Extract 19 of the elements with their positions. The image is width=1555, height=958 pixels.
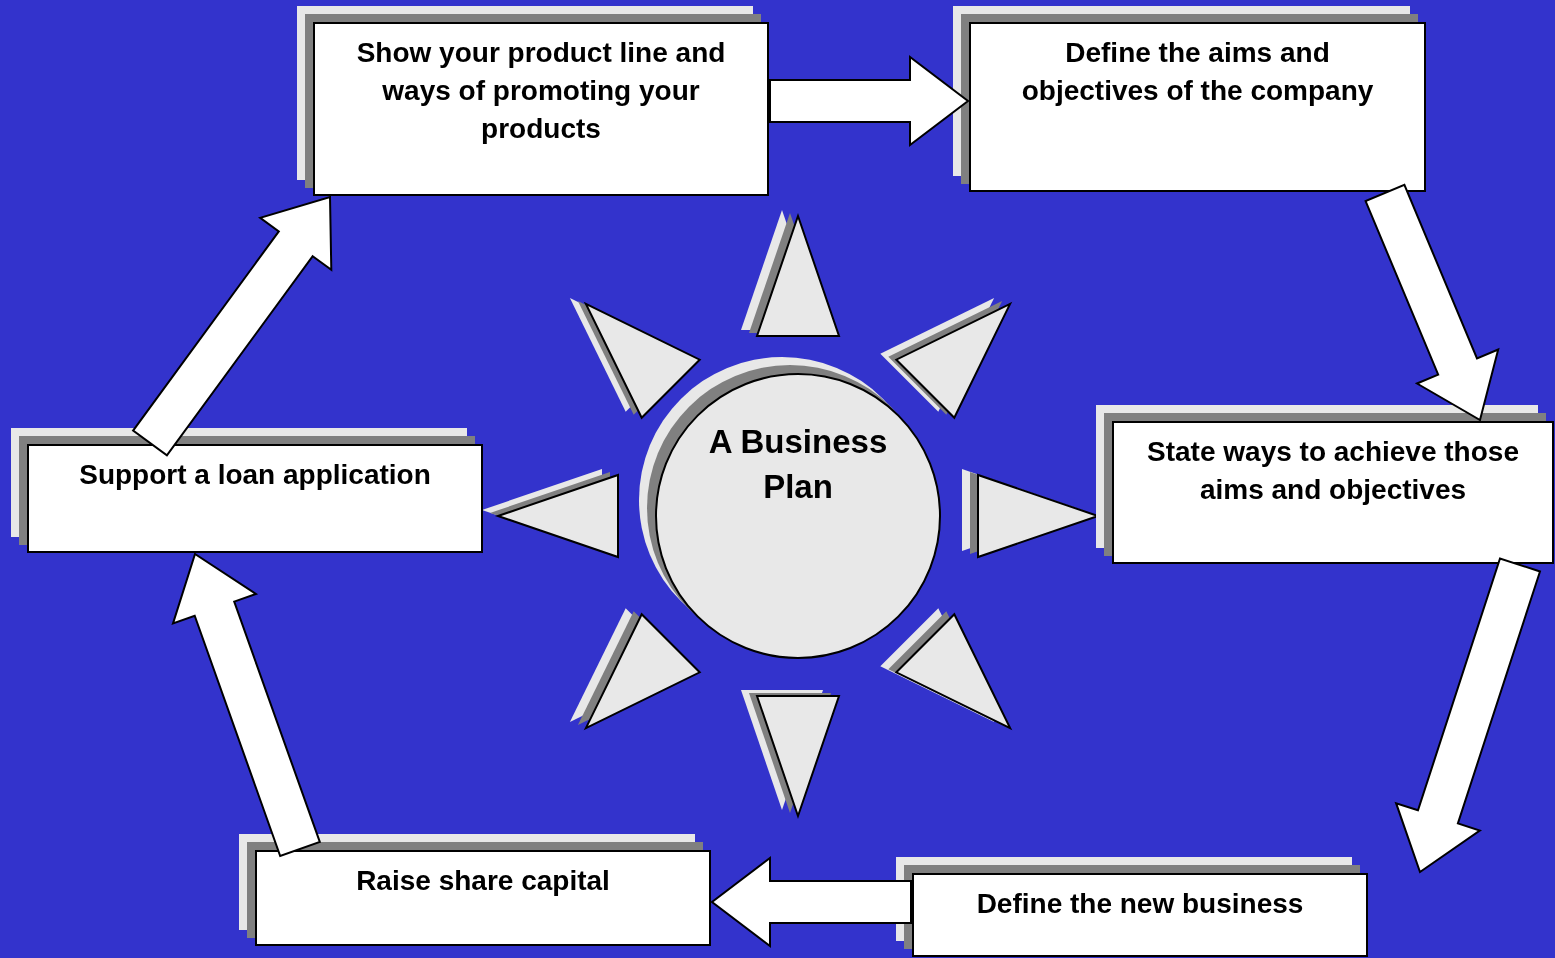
step-box — [27, 444, 483, 553]
step-box — [969, 22, 1426, 192]
step-text: Support a loan application — [79, 458, 431, 492]
block-arrow — [1364, 183, 1500, 422]
step-box — [313, 22, 769, 196]
step-text: State ways to achieve those aims and objectives — [1146, 435, 1520, 507]
step-box — [912, 873, 1368, 957]
step-text: Raise share capital — [356, 864, 610, 898]
block-arrow — [171, 552, 322, 858]
block-arrow — [1394, 557, 1542, 874]
step-box — [255, 850, 711, 946]
step-box — [1112, 421, 1554, 564]
center-title: A Business Plan — [707, 422, 889, 507]
block-arrow — [131, 195, 333, 457]
step-text: Show your product line and ways of promoting your products — [355, 36, 727, 146]
step-text: Define the aims and objectives of the company — [1020, 36, 1375, 108]
block-arrow — [769, 55, 970, 147]
block-arrow — [710, 856, 912, 948]
step-text: Define the new business — [976, 887, 1304, 921]
